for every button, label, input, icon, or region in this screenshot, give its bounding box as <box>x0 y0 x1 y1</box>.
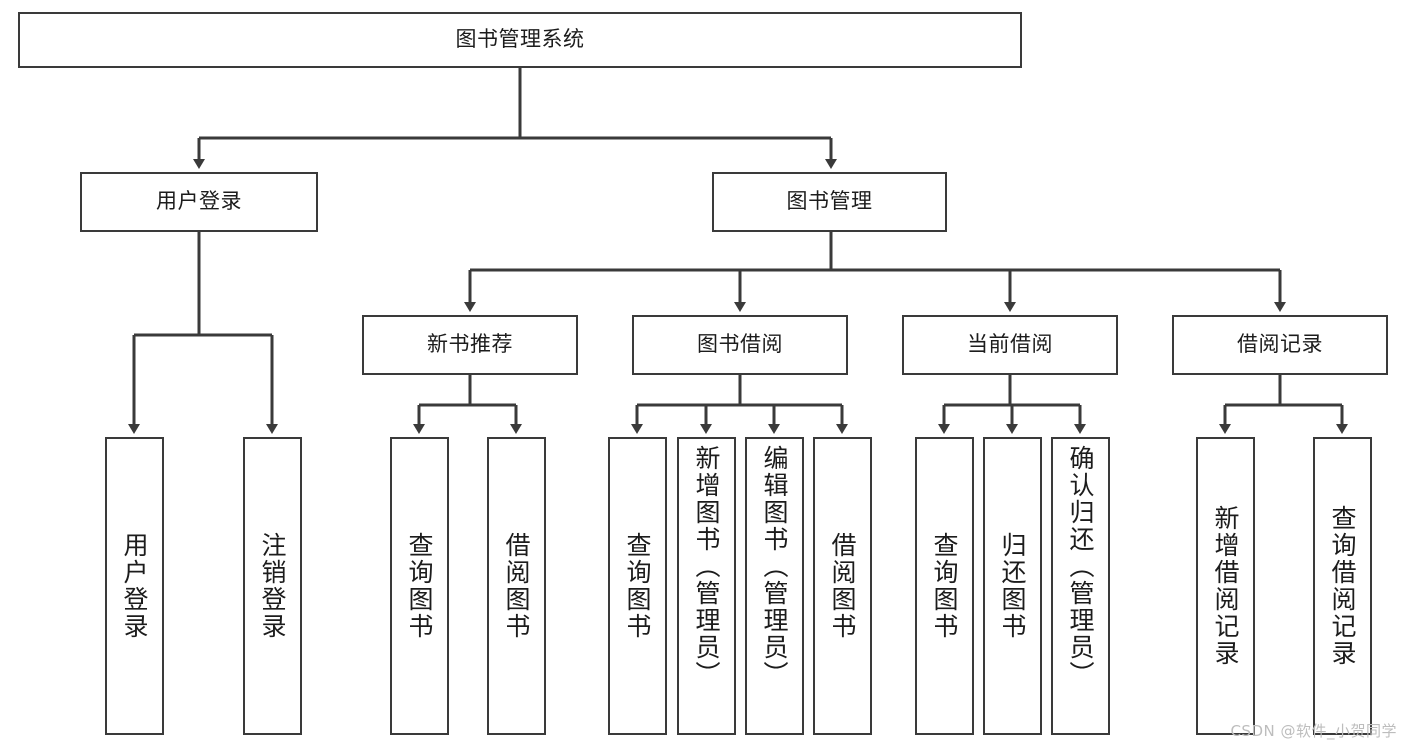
node-borrow-record[interactable]: 借阅记录 <box>1172 315 1388 375</box>
node-label: 新增借阅记录 <box>1211 505 1240 667</box>
node-borrow-book-1[interactable]: 借阅图书 <box>487 437 546 735</box>
node-add-book[interactable]: 新增图书（管理员） <box>677 437 736 735</box>
node-label: 当前借阅 <box>967 332 1053 357</box>
node-label: 用户登录 <box>156 189 242 214</box>
node-book-borrow[interactable]: 图书借阅 <box>632 315 848 375</box>
node-label: 用户登录 <box>120 532 149 640</box>
node-label: 图书管理 <box>786 189 873 214</box>
node-user-login-leaf[interactable]: 用户登录 <box>105 437 164 735</box>
node-confirm-return[interactable]: 确认归还（管理员） <box>1051 437 1110 735</box>
node-current-borrow[interactable]: 当前借阅 <box>902 315 1118 375</box>
node-label: 查询图书 <box>405 532 434 640</box>
node-label: 借阅图书 <box>502 532 531 640</box>
node-user-login[interactable]: 用户登录 <box>80 172 318 232</box>
node-edit-book[interactable]: 编辑图书（管理员） <box>745 437 804 735</box>
node-label: 借阅记录 <box>1237 332 1323 357</box>
node-new-book-recommend[interactable]: 新书推荐 <box>362 315 578 375</box>
node-query-borrow-record[interactable]: 查询借阅记录 <box>1313 437 1372 735</box>
node-add-borrow-record[interactable]: 新增借阅记录 <box>1196 437 1255 735</box>
node-return-book[interactable]: 归还图书 <box>983 437 1042 735</box>
node-label: 图书借阅 <box>697 332 783 357</box>
node-logout-leaf[interactable]: 注销登录 <box>243 437 302 735</box>
node-label: 新书推荐 <box>427 332 513 357</box>
node-label: 查询图书 <box>930 532 959 640</box>
node-label: 查询图书 <box>623 532 652 640</box>
node-query-book-3[interactable]: 查询图书 <box>915 437 974 735</box>
node-root-system[interactable]: 图书管理系统 <box>18 12 1022 68</box>
node-label: 借阅图书 <box>828 532 857 640</box>
node-query-book-1[interactable]: 查询图书 <box>390 437 449 735</box>
node-label: 注销登录 <box>258 532 287 640</box>
node-label: 编辑图书（管理员） <box>760 445 789 688</box>
node-label: 归还图书 <box>998 532 1027 640</box>
watermark-text: CSDN @软件_小贺同学 <box>1230 722 1397 740</box>
node-label: 图书管理系统 <box>455 27 585 52</box>
node-label: 查询借阅记录 <box>1328 505 1357 667</box>
node-query-book-2[interactable]: 查询图书 <box>608 437 667 735</box>
node-borrow-book-2[interactable]: 借阅图书 <box>813 437 872 735</box>
node-label: 确认归还（管理员） <box>1066 445 1095 688</box>
node-book-management[interactable]: 图书管理 <box>712 172 947 232</box>
node-label: 新增图书（管理员） <box>692 445 721 688</box>
